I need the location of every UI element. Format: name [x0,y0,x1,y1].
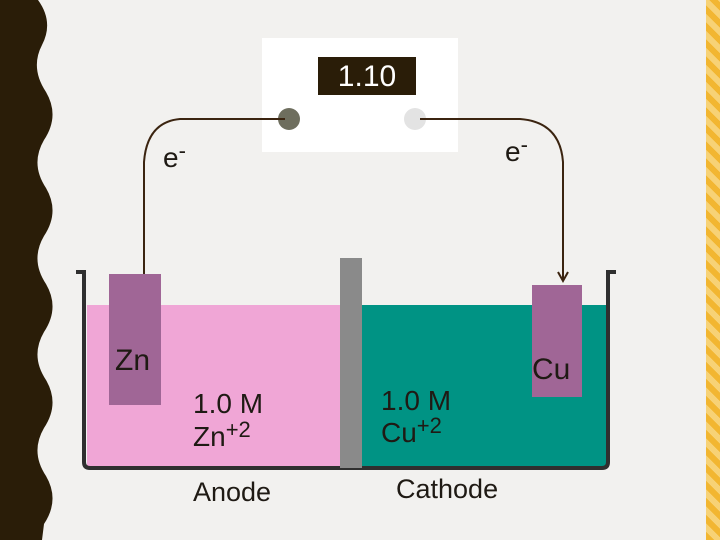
right-wire-arrowhead [557,271,569,284]
right-wire [420,118,564,280]
copper-electrode [532,285,582,397]
zinc-electrode [109,274,161,405]
copper-electrode-label: Cu [532,353,571,386]
voltmeter-positive-terminal [404,108,426,130]
electron-label-left: e- [163,138,186,173]
cathode-concentration: 1.0 M [381,385,452,416]
zinc-electrode-label: Zn [115,344,151,377]
cathode-ion: Cu+2 [381,413,442,448]
anode-ion: Zn+2 [193,417,251,452]
cathode-label: Cathode [396,474,499,504]
anode-concentration: 1.0 M [193,388,264,419]
voltmeter-negative-terminal [278,108,300,130]
left-wire [143,118,285,282]
salt-bridge [340,258,362,468]
voltmeter-display: 1.10 [318,57,416,95]
anode-label: Anode [193,477,272,507]
left-border-decoration [0,0,53,540]
accent-stripe [706,0,720,540]
electron-label-right: e- [505,132,528,167]
